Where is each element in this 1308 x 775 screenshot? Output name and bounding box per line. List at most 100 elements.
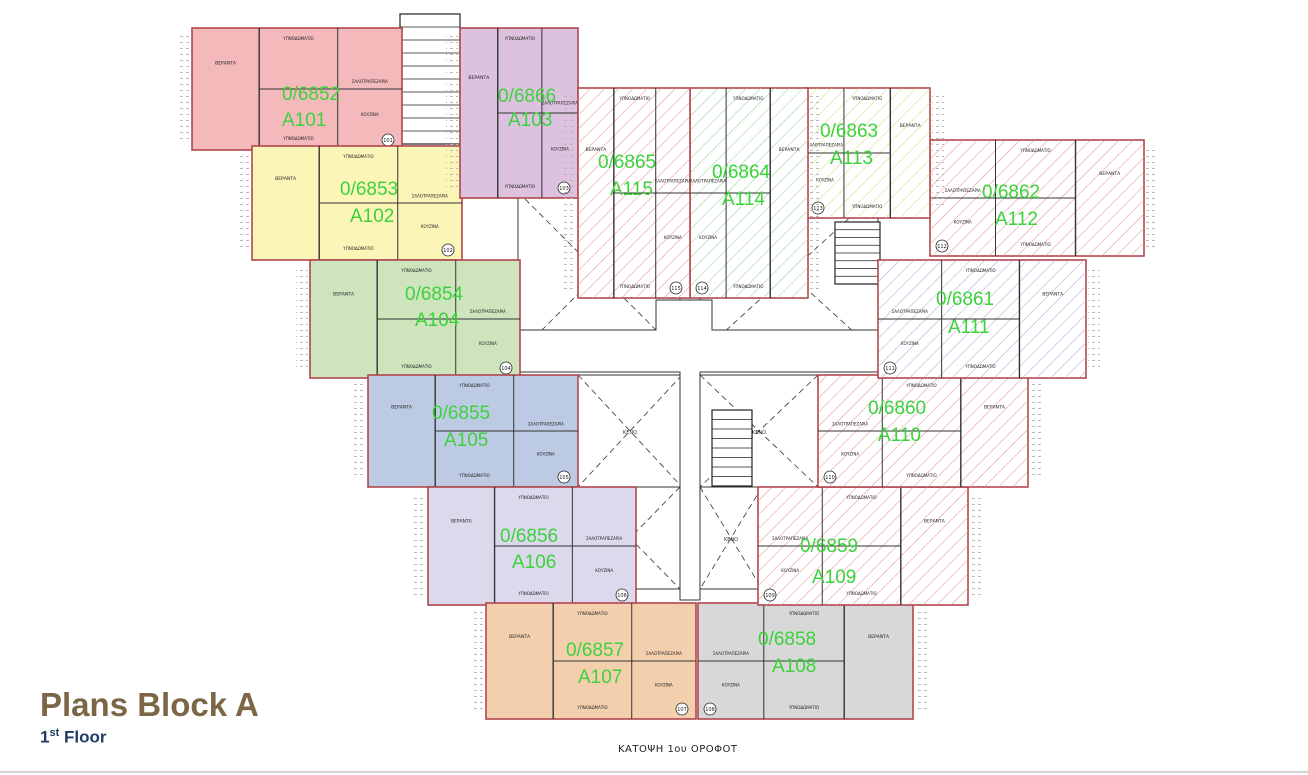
bedroom-label: ΥΠΝΟΔΩΜΑΤΙΟ bbox=[504, 184, 535, 189]
bedroom-label: ΥΠΝΟΔΩΜΑΤΙΟ bbox=[504, 36, 535, 41]
veranda-label: ΒΕΡΑΝΤΑ bbox=[509, 634, 531, 640]
void-label: ΚΕΝΟ bbox=[623, 430, 637, 436]
kitchen-label: ΚΟΥΖΙΝΑ bbox=[781, 568, 799, 573]
bedroom-label: ΥΠΝΟΔΩΜΑΤΙΟ bbox=[732, 284, 763, 289]
bedroom-label: ΥΠΝΟΔΩΜΑΤΙΟ bbox=[905, 383, 936, 388]
unit-code-label: A108 bbox=[772, 656, 816, 677]
bedroom-label: ΥΠΝΟΔΩΜΑΤΙΟ bbox=[1019, 148, 1050, 153]
floor-number: 1 bbox=[40, 727, 50, 747]
floor-subtitle: 1st Floor bbox=[40, 727, 106, 748]
unit-code-label: A101 bbox=[282, 110, 326, 131]
veranda-label: ΒΕΡΑΝΤΑ bbox=[333, 291, 355, 297]
plan-caption: ΚΑΤΟΨΗ 1ου ΟΡΟΦΟΤ bbox=[618, 744, 738, 755]
page-title: Plans Block A bbox=[40, 686, 259, 723]
unit-code-label: A106 bbox=[512, 552, 556, 573]
unit-ref-label: 0/6859 bbox=[800, 536, 858, 557]
unit-number: 111 bbox=[885, 366, 895, 372]
bedroom-label: ΥΠΝΟΔΩΜΑΤΙΟ bbox=[282, 136, 313, 141]
unit-a115[interactable]: ΒΕΡΑΝΤΑΥΠΝΟΔΩΜΑΤΙΟΥΠΝΟΔΩΜΑΤΙΟΣΑΛΟΤΡΑΠΕΖΑ… bbox=[564, 87, 691, 299]
living-label: ΣΑΛΟΤΡΑΠΕΖΑΡΙΑ bbox=[646, 651, 682, 656]
unit-a104[interactable]: ΒΕΡΑΝΤΑΥΠΝΟΔΩΜΑΤΙΟΥΠΝΟΔΩΜΑΤΙΟΣΑΛΟΤΡΑΠΕΖΑ… bbox=[296, 259, 521, 379]
unit-number-circle bbox=[883, 361, 897, 375]
bedroom-label: ΥΠΝΟΔΩΜΑΤΙΟ bbox=[845, 591, 876, 596]
unit-a111[interactable]: ΒΕΡΑΝΤΑΥΠΝΟΔΩΜΑΤΙΟΥΠΝΟΔΩΜΑΤΙΟΣΑΛΟΤΡΑΠΕΖΑ… bbox=[877, 259, 1100, 379]
bedroom-label: ΥΠΝΟΔΩΜΑΤΙΟ bbox=[517, 495, 548, 500]
living-label: ΣΑΛΟΤΡΑΠΕΖΑΡΙΑ bbox=[772, 536, 808, 541]
bedroom-label: ΥΠΝΟΔΩΜΑΤΙΟ bbox=[964, 364, 995, 369]
unit-code-label: A105 bbox=[444, 430, 488, 451]
void-label: ΚΕΝΟ bbox=[724, 537, 738, 543]
bedroom-label: ΥΠΝΟΔΩΜΑΤΙΟ bbox=[905, 473, 936, 478]
unit-number-circle bbox=[557, 470, 571, 484]
unit-a102[interactable]: ΒΕΡΑΝΤΑΥΠΝΟΔΩΜΑΤΙΟΥΠΝΟΔΩΜΑΤΙΟΣΑΛΟΤΡΑΠΕΖΑ… bbox=[238, 145, 463, 261]
unit-number: 115 bbox=[671, 286, 681, 292]
units-layer: ΒΕΡΑΝΤΑ ΥΠΝΟΔΩΜΑΤΙΟ ΥΠΝΟΔΩΜΑΤΙΟ ΣΑΛΟΤΡΑΠΕΖΑ… bbox=[178, 27, 1158, 720]
kitchen-label: ΚΟΥΖΙΝΑ bbox=[479, 341, 497, 346]
void-label: ΚΕΝΟ bbox=[752, 430, 766, 436]
bedroom-label: ΥΠΝΟΔΩΜΑΤΙΟ bbox=[788, 611, 819, 616]
kitchen-label: ΚΟΥΖΙΝΑ bbox=[421, 224, 439, 229]
unit-a108[interactable]: ΒΕΡΑΝΤΑΥΠΝΟΔΩΜΑΤΙΟΥΠΝΟΔΩΜΑΤΙΟΣΑΛΟΤΡΑΠΕΖΑ… bbox=[697, 602, 927, 720]
unit-code-label: A109 bbox=[812, 567, 856, 588]
living-label: ΣΑΛΟΤΡΑΠΕΖΑΡΙΑ bbox=[832, 421, 868, 426]
unit-a106[interactable]: ΒΕΡΑΝΤΑΥΠΝΟΔΩΜΑΤΙΟΥΠΝΟΔΩΜΑΤΙΟΣΑΛΟΤΡΑΠΕΖΑ… bbox=[414, 486, 637, 606]
kitchen-label: ΚΟΥΖΙΝΑ bbox=[361, 112, 379, 117]
unit-ref-label: 0/6861 bbox=[936, 289, 994, 310]
unit-a110[interactable]: ΒΕΡΑΝΤΑ ΥΠΝΟΔΩΜΑΤΙΟ ΥΠΝΟΔΩΜΑΤΙΟ ΣΑΛΟΤΡΑΠΕΖΑ… bbox=[817, 374, 1042, 488]
living-label: ΣΑΛΟΤΡΑΠΕΖΑΡΙΑ bbox=[586, 536, 622, 541]
unit-code-label: A111 bbox=[948, 317, 990, 338]
unit-a105[interactable]: ΒΕΡΑΝΤΑΥΠΝΟΔΩΜΑΤΙΟΥΠΝΟΔΩΜΑΤΙΟΣΑΛΟΤΡΑΠΕΖΑ… bbox=[354, 374, 579, 488]
veranda-label: ΒΕΡΑΝΤΑ bbox=[984, 405, 1006, 411]
unit-a107[interactable]: ΒΕΡΑΝΤΑΥΠΝΟΔΩΜΑΤΙΟΥΠΝΟΔΩΜΑΤΙΟΣΑΛΟΤΡΑΠΕΖΑ… bbox=[472, 602, 697, 720]
unit-number: 101 bbox=[383, 138, 393, 144]
living-label: ΣΑΛΟΤΡΑΠΕΖΑΡΙΑ bbox=[352, 79, 388, 84]
unit-number: 106 bbox=[617, 593, 627, 599]
unit-ref-label: 0/6853 bbox=[340, 179, 398, 200]
unit-number: 109 bbox=[765, 593, 775, 599]
unit-number: 102 bbox=[443, 248, 453, 254]
unit-code-label: A107 bbox=[578, 667, 622, 688]
unit-a101[interactable]: ΒΕΡΑΝΤΑΥΠΝΟΔΩΜΑΤΙΟΥΠΝΟΔΩΜΑΤΙΟΣΑΛΟΤΡΑΠΕΖΑ… bbox=[178, 27, 403, 151]
bedroom-label: ΥΠΝΟΔΩΜΑΤΙΟ bbox=[851, 204, 882, 209]
living-label: ΣΑΛΟΤΡΑΠΕΖΑΡΙΑ bbox=[690, 179, 726, 184]
living-label: ΣΑΛΟΤΡΑΠΕΖΑΡΙΑ bbox=[945, 188, 981, 193]
unit-number-circle bbox=[763, 588, 777, 602]
unit-number: 108 bbox=[705, 707, 715, 713]
unit-ref-label: 0/6856 bbox=[500, 526, 558, 547]
unit-a109[interactable]: ΒΕΡΑΝΤΑΥΠΝΟΔΩΜΑΤΙΟΥΠΝΟΔΩΜΑΤΙΟΣΑΛΟΤΡΑΠΕΖΑ… bbox=[757, 486, 982, 606]
veranda-label: ΒΕΡΑΝΤΑ bbox=[1099, 171, 1121, 177]
bedroom-label: ΥΠΝΟΔΩΜΑΤΙΟ bbox=[400, 364, 431, 369]
kitchen-label: ΚΟΥΖΙΝΑ bbox=[595, 568, 613, 573]
veranda-label: ΒΕΡΑΝΤΑ bbox=[1042, 291, 1064, 297]
unit-ref-label: 0/6862 bbox=[982, 182, 1040, 203]
bedroom-label: ΥΠΝΟΔΩΜΑΤΙΟ bbox=[619, 284, 650, 289]
living-label: ΣΑΛΟΤΡΑΠΕΖΑΡΙΑ bbox=[542, 101, 578, 106]
living-label: ΣΑΛΟΤΡΑΠΕΖΑΡΙΑ bbox=[470, 309, 506, 314]
bedroom-label: ΥΠΝΟΔΩΜΑΤΙΟ bbox=[458, 473, 489, 478]
unit-a103[interactable]: ΒΕΡΑΝΤΑΥΠΝΟΔΩΜΑΤΙΟΥΠΝΟΔΩΜΑΤΙΟΣΑΛΟΤΡΑΠΕΖΑ… bbox=[446, 27, 579, 199]
stairwell-south bbox=[711, 409, 753, 487]
veranda-label: ΒΕΡΑΝΤΑ bbox=[900, 123, 922, 129]
unit-code-label: A103 bbox=[508, 110, 552, 131]
unit-number-circle bbox=[695, 281, 709, 295]
veranda-label: ΒΕΡΑΝΤΑ bbox=[868, 634, 890, 640]
unit-code-label: A104 bbox=[415, 310, 460, 331]
bedroom-label: ΥΠΝΟΔΩΜΑΤΙΟ bbox=[732, 96, 763, 101]
living-label: ΣΑΛΟΤΡΑΠΕΖΑΡΙΑ bbox=[655, 179, 691, 184]
unit-a113[interactable]: ΒΕΡΑΝΤΑΥΠΝΟΔΩΜΑΤΙΟΥΠΝΟΔΩΜΑΤΙΟΣΑΛΟΤΡΑΠΕΖΑ… bbox=[805, 87, 944, 219]
unit-ref-label: 0/6852 bbox=[282, 84, 340, 105]
unit-ref-label: 0/6854 bbox=[405, 284, 464, 305]
kitchen-label: ΚΟΥΖΙΝΑ bbox=[655, 683, 673, 688]
veranda-label: ΒΕΡΑΝΤΑ bbox=[391, 405, 413, 411]
unit-ref-label: 0/6865 bbox=[598, 152, 656, 173]
unit-number-circle bbox=[441, 243, 455, 257]
stairwell-east bbox=[834, 221, 881, 285]
unit-ref-label: 0/6860 bbox=[868, 398, 926, 419]
kitchen-label: ΚΟΥΖΙΝΑ bbox=[699, 235, 717, 240]
unit-ref-label: 0/6866 bbox=[498, 86, 556, 107]
unit-number-circle bbox=[703, 702, 717, 716]
living-label: ΣΑΛΟΤΡΑΠΕΖΑΡΙΑ bbox=[713, 651, 749, 656]
unit-a112[interactable]: ΒΕΡΑΝΤΑΥΠΝΟΔΩΜΑΤΙΟΥΠΝΟΔΩΜΑΤΙΟΣΑΛΟΤΡΑΠΕΖΑ… bbox=[929, 139, 1158, 257]
unit-ref-label: 0/6863 bbox=[820, 121, 878, 142]
